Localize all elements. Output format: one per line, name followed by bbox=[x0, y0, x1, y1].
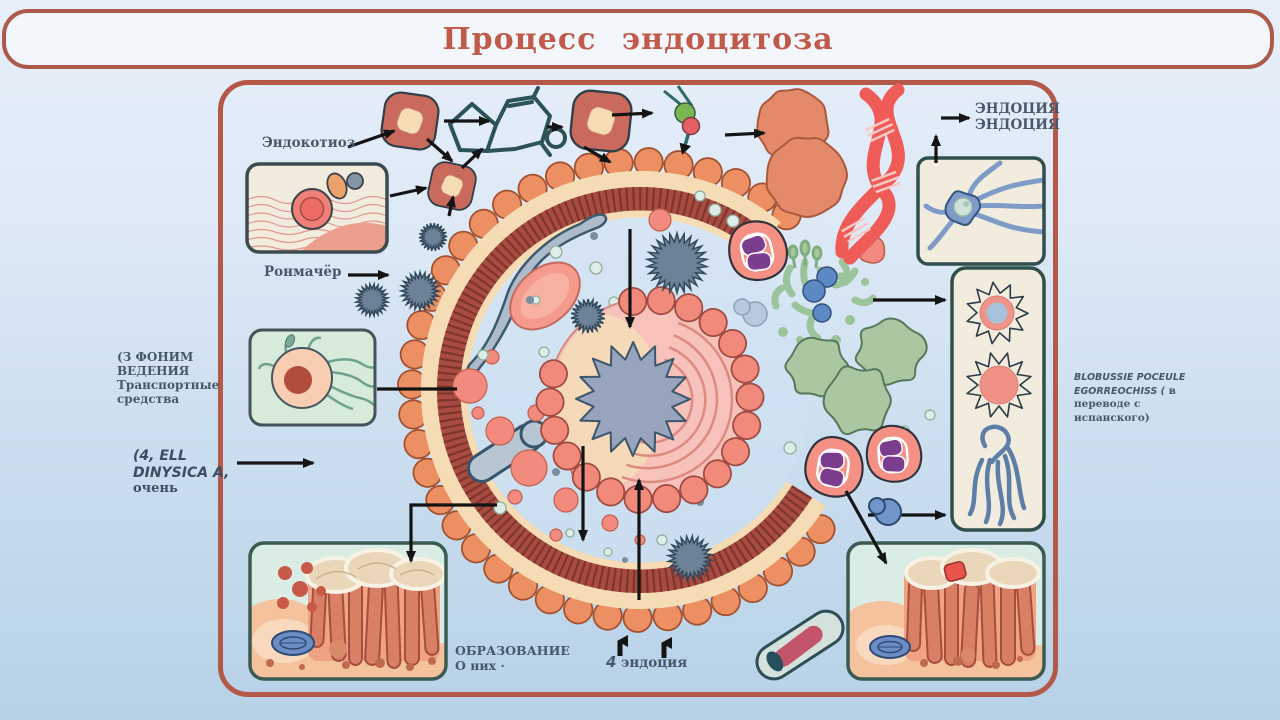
panel-neuron-inset bbox=[916, 156, 1046, 266]
arrow bbox=[460, 147, 484, 170]
panel-right-inset bbox=[950, 266, 1046, 532]
nucleus-bubbles bbox=[537, 287, 763, 513]
label-formation: ОБРАЗОВАНИЕ О них · bbox=[455, 643, 570, 673]
spiky-cell-icon bbox=[966, 281, 1029, 345]
arrow bbox=[611, 108, 654, 119]
capsule-icon bbox=[755, 609, 845, 681]
label-ronmacher: Ронмачёр bbox=[264, 264, 342, 280]
label-blobussie: BLOBUSSIE POCEULE EGORREOCHISS ( в перев… bbox=[1074, 372, 1186, 424]
title-banner: Процесс эндоцитоза bbox=[2, 9, 1274, 69]
green-amoeba bbox=[854, 317, 928, 386]
golgi-apparatus bbox=[768, 258, 877, 345]
panel-villi-right bbox=[846, 541, 1046, 681]
spiky-cell-icon bbox=[966, 352, 1032, 418]
panel-villi-left bbox=[248, 541, 448, 681]
vesicles-salmon bbox=[452, 208, 672, 546]
label-endocia: ЭНДОЦИЯ ЭНДОЦИЯ bbox=[975, 101, 1060, 133]
endosome-icon bbox=[863, 422, 925, 485]
arrow bbox=[389, 185, 428, 198]
label-endocia4: 4 эндоция bbox=[606, 653, 688, 671]
virus-core-icon bbox=[575, 341, 691, 457]
green-amoebas bbox=[784, 317, 928, 436]
arrow bbox=[406, 503, 497, 563]
red-particle bbox=[943, 561, 967, 582]
membrane-villi bbox=[398, 148, 847, 632]
sprouts bbox=[787, 239, 823, 269]
membrane-outer-layer bbox=[421, 171, 826, 609]
membrane-striations bbox=[437, 187, 813, 593]
arrow bbox=[583, 145, 612, 164]
label-transport: (З ФОНИМ ВЕДЕНИЯ Транспортные средства bbox=[117, 350, 220, 407]
connector-arrows bbox=[237, 108, 971, 658]
virus-particles bbox=[353, 222, 715, 583]
green-amoeba bbox=[822, 365, 892, 436]
virus-icon bbox=[665, 533, 715, 583]
label-endocytosis: Эндокотиоз bbox=[262, 135, 356, 151]
virus-icon bbox=[570, 296, 606, 336]
endosome-icon bbox=[800, 432, 868, 502]
dna-helix-icon bbox=[835, 83, 905, 265]
arrow bbox=[844, 490, 888, 565]
virus-icon bbox=[418, 222, 448, 252]
virus-icon bbox=[644, 230, 710, 296]
rod-organelle bbox=[467, 419, 549, 483]
ligand-receptor-icon bbox=[663, 85, 701, 155]
nucleus bbox=[535, 285, 765, 515]
mitochondrion-icon bbox=[271, 630, 315, 656]
protein-cluster bbox=[756, 88, 848, 219]
page-title: Процесс эндоцитоза bbox=[442, 21, 834, 57]
virus-icon bbox=[398, 269, 442, 313]
panel-egg-inset bbox=[248, 328, 377, 427]
fiber-tangle-icon bbox=[967, 424, 1027, 527]
virus-icon bbox=[353, 281, 391, 319]
mitochondrion-icon bbox=[869, 635, 911, 659]
cell-icon bbox=[567, 87, 635, 155]
arrow bbox=[347, 129, 396, 149]
neuron-illustration bbox=[923, 160, 1044, 251]
arrow bbox=[446, 195, 456, 217]
panel-endocytosis-inset bbox=[245, 162, 389, 254]
arrow bbox=[724, 128, 766, 139]
main-diagram-panel bbox=[218, 80, 1058, 697]
transport-blob bbox=[868, 497, 902, 526]
arrow bbox=[425, 137, 454, 163]
label-dinysica: (4, ELL DINYSICA A, очень bbox=[133, 448, 230, 497]
